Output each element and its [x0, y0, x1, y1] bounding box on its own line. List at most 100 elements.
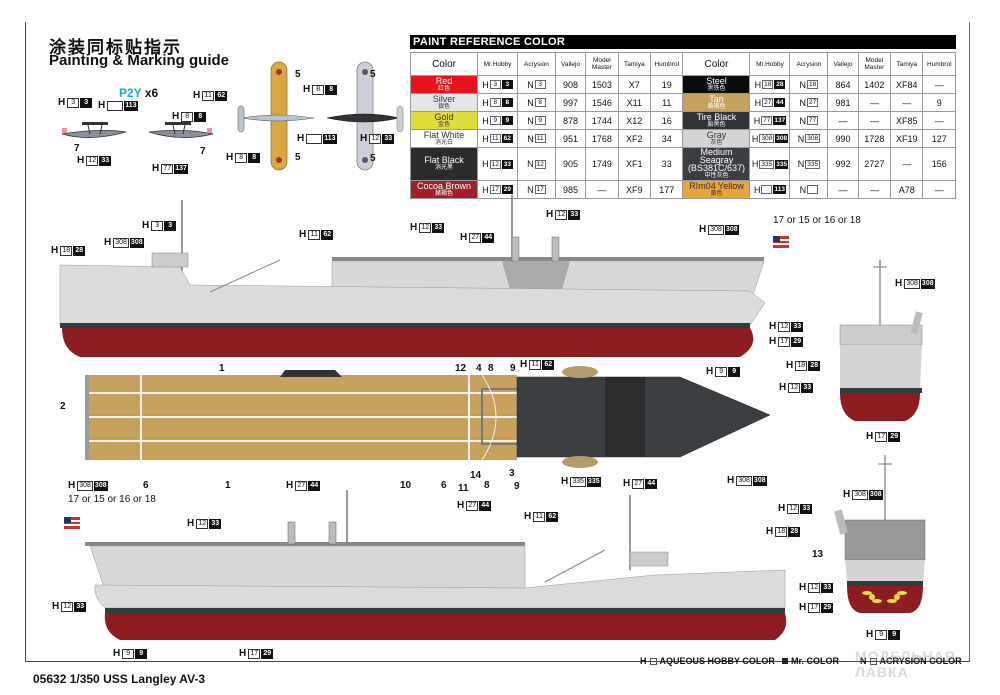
humbrol-cell: 34 — [650, 129, 684, 148]
color-name-cn: 消光黑 — [435, 165, 454, 171]
part-number: 5 — [295, 152, 301, 163]
part-number: 3 — [509, 468, 515, 479]
tamiya-cell: XF1 — [617, 147, 652, 181]
model-master-cell: 1503 — [585, 75, 619, 94]
humbrol-cell: 11 — [650, 93, 684, 112]
part-number: 5 — [370, 153, 376, 164]
hobby-code: 335 — [759, 159, 775, 169]
color-name: Medium Seagray (BS381C/637) — [687, 147, 745, 173]
hobby-code: 77 — [761, 116, 773, 125]
color-swatch: Silver 银色 — [409, 93, 479, 112]
tamiya-cell: XF85 — [890, 111, 924, 130]
acrysion-code: 11 — [534, 134, 546, 143]
acrysion-code: 8 — [534, 98, 546, 107]
humbrol-cell: 177 — [650, 180, 684, 199]
mr-color-code: 137 — [773, 116, 787, 125]
acrysion-code: 17 — [534, 185, 546, 194]
color-name-cn: 银色 — [438, 103, 451, 110]
part-number: 11 — [458, 483, 469, 494]
mr-color-code: 33 — [501, 159, 513, 169]
vallejo-cell: 981 — [827, 93, 859, 112]
part-number: 6 — [441, 480, 447, 491]
title-chinese: 涂装同标贴指示 — [49, 38, 182, 58]
us-flag-icon — [773, 236, 789, 248]
color-swatch: Flat White 消光白 — [409, 129, 479, 148]
product-id: 05632 1/350 USS Langley AV-3 — [33, 672, 206, 686]
legend-hobby: H AQUEOUS HOBBY COLOR — [640, 656, 775, 666]
color-swatch: Steel 黑铁色 — [682, 75, 751, 94]
column-header: Color — [682, 52, 751, 76]
part-number: 5 — [295, 69, 301, 80]
humbrol-cell: 16 — [650, 111, 684, 130]
part-number: 8 — [484, 480, 490, 491]
column-header: Mr.Hobby — [477, 52, 519, 76]
ship-port-profile — [85, 490, 787, 640]
tamiya-cell: X7 — [617, 75, 652, 94]
model-master-cell: — — [857, 111, 892, 130]
hobby-code: 11 — [489, 134, 501, 143]
color-swatch: Gold 金色 — [409, 111, 479, 130]
humbrol-cell: 33 — [650, 147, 684, 181]
paint-reference-table: Color Mr.Hobby Acrysion Vallejo Model Ma… — [409, 52, 956, 199]
color-swatch: Tire Black 胎黑色 — [682, 111, 751, 130]
legend-mr-color: Mr. COLOR — [782, 656, 839, 666]
vallejo-cell: 905 — [554, 147, 587, 181]
tamiya-cell: A78 — [890, 180, 924, 199]
color-name: Red — [435, 75, 453, 86]
us-flag-icon — [64, 517, 80, 529]
humbrol-cell: 19 — [650, 75, 684, 94]
vallejo-cell: 951 — [554, 129, 587, 148]
mr-color-icon — [782, 658, 788, 664]
hobby-code: 17 — [489, 185, 501, 194]
tamiya-cell: — — [890, 93, 924, 112]
mr-color-code: 62 — [501, 134, 513, 143]
hobby-code: 9 — [489, 116, 501, 125]
ship-stern-view — [834, 455, 926, 613]
color-name: Flat White — [423, 129, 465, 140]
color-name-cn: 黄色 — [710, 190, 723, 197]
column-header: Model Master — [857, 52, 892, 76]
tamiya-cell: — — [890, 147, 924, 181]
model-master-cell: 1728 — [857, 129, 892, 148]
part-number: 7 — [74, 143, 80, 154]
color-name-cn: 胎黑色 — [707, 121, 726, 128]
model-master-cell: 1744 — [585, 111, 619, 130]
acrysion-cell: N — [789, 180, 829, 199]
acrysion-code: 12 — [534, 159, 546, 169]
vallejo-cell: 908 — [554, 75, 587, 94]
aircraft-top-view — [237, 61, 315, 171]
part-number: 12 — [455, 363, 467, 374]
column-header: Acrysion — [789, 52, 829, 76]
humbrol-cell: — — [922, 111, 956, 130]
color-name-cn: 红色 — [438, 85, 451, 92]
color-swatch: Red 红色 — [409, 75, 479, 94]
color-swatch: Gray 灰色 — [682, 129, 751, 148]
color-name: Gold — [434, 111, 454, 122]
hobby-code: 8 — [489, 98, 501, 107]
part-number: 6 — [143, 480, 149, 491]
paint-reference-title: PAINT REFERENCE COLOR — [410, 35, 956, 49]
acrysion-box-icon — [869, 657, 877, 665]
